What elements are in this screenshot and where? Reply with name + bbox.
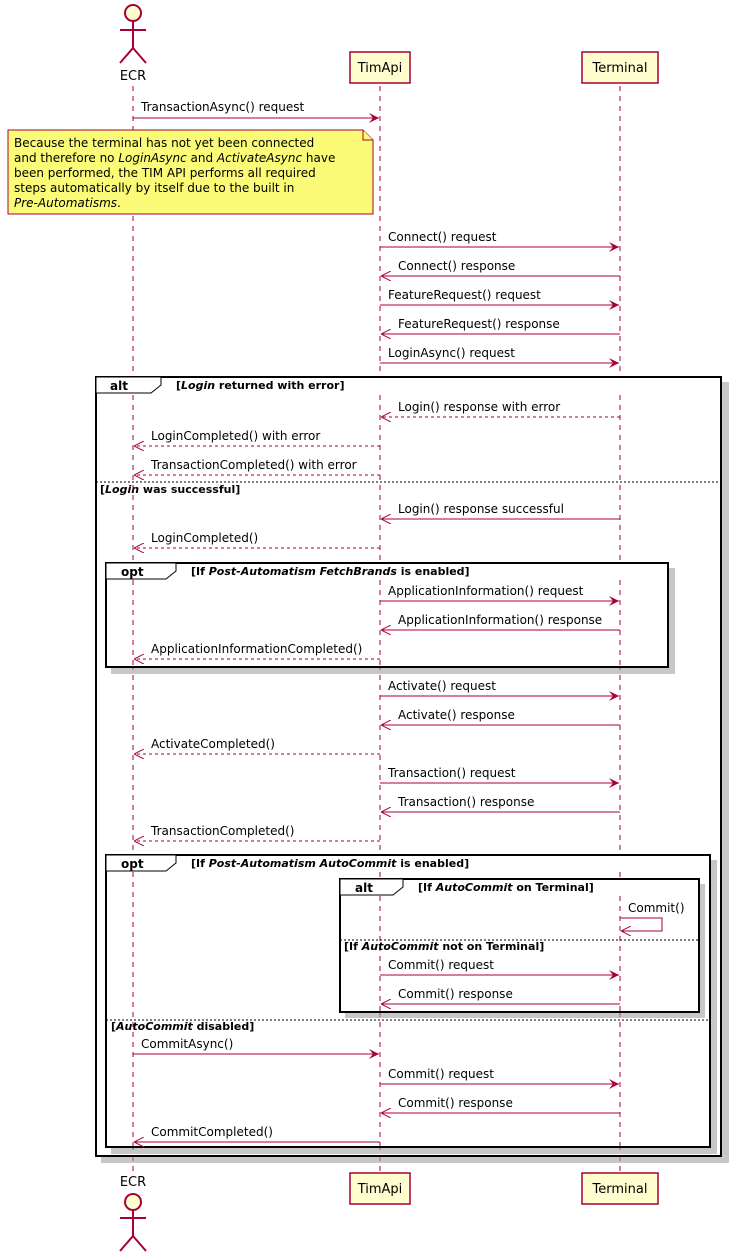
message-activatecompleted: ActivateCompleted() — [134, 737, 380, 754]
frame-alt-autocommit-terminal: alt [If AutoCommit on Terminal] [If Auto… — [339, 878, 705, 1018]
message-loginasync-request: LoginAsync() request — [380, 346, 619, 368]
message-connect-response: Connect() response — [381, 259, 620, 276]
frame-guard: [If AutoCommit not on Terminal] — [344, 940, 544, 953]
message-label: ActivateCompleted() — [151, 737, 275, 751]
message-commit-self: Commit() — [620, 901, 685, 931]
participant-terminal-top: Terminal — [581, 51, 659, 84]
frame-alt-login-overlay: alt [Login returned with error] [Login w… — [95, 376, 722, 1157]
message-label: TransactionAsync() request — [140, 100, 305, 114]
message-label: Connect() request — [388, 230, 497, 244]
note-line: Because the terminal has not yet been co… — [14, 136, 314, 150]
message-label: Activate() request — [388, 679, 496, 693]
participant-label: ECR — [120, 1175, 146, 1190]
message-connect-request: Connect() request — [380, 230, 619, 252]
message-label: Commit() — [628, 901, 685, 915]
message-label: LoginCompleted() — [151, 531, 258, 545]
participant-timapi-top: TimApi — [349, 51, 411, 84]
participant-label: Terminal — [592, 1182, 648, 1197]
message-label: Activate() response — [398, 708, 515, 722]
message-label: ApplicationInformationCompleted() — [151, 642, 362, 656]
message-commitasync: CommitAsync() — [133, 1037, 379, 1059]
message-label: FeatureRequest() response — [398, 317, 560, 331]
frame-opt-fetchbrands: opt [If Post-Automatism FetchBrands is e… — [105, 562, 675, 674]
message-label: Commit() response — [398, 987, 513, 1001]
message-transactionasync-request: TransactionAsync() request — [133, 100, 379, 123]
message-activate-response: Activate() response — [381, 708, 620, 725]
message-commitcompleted: CommitCompleted() — [134, 1125, 380, 1142]
message-featurerequest-request: FeatureRequest() request — [380, 288, 619, 310]
message-label: Login() response successful — [398, 502, 564, 516]
message-label: Transaction() response — [397, 795, 534, 809]
note-line: Pre-Automatisms. — [14, 196, 121, 210]
message-label: Connect() response — [398, 259, 515, 273]
message-label: CommitCompleted() — [151, 1125, 273, 1139]
message-label: Commit() response — [398, 1096, 513, 1110]
message-transactioncompleted-error: TransactionCompleted() with error — [134, 458, 380, 475]
note-pre-automatisms: Because the terminal has not yet been co… — [7, 129, 374, 215]
message-transaction-request: Transaction() request — [380, 766, 619, 788]
message-applicationinformationcompleted: ApplicationInformationCompleted() — [134, 642, 380, 659]
frame-guard: [Login returned with error] — [176, 379, 344, 392]
message-label: Transaction() request — [387, 766, 516, 780]
frame-guard: [If Post-Automatism AutoCommit is enable… — [191, 857, 469, 870]
message-logincompleted: LoginCompleted() — [134, 531, 380, 548]
message-label: TransactionCompleted() with error — [150, 458, 357, 472]
frame-keyword: opt — [121, 565, 144, 579]
frame-guard: [Login was successful] — [100, 483, 240, 496]
message-label: Commit() request — [388, 1067, 494, 1081]
message-featurerequest-response: FeatureRequest() response — [381, 317, 620, 334]
message-label: FeatureRequest() request — [388, 288, 541, 302]
message-activate-request: Activate() request — [380, 679, 619, 701]
frame-keyword: opt — [121, 857, 144, 871]
participant-label: TimApi — [357, 61, 403, 76]
actor-icon — [119, 1193, 147, 1252]
participant-label: TimApi — [357, 1182, 403, 1197]
frame-guard: [If Post-Automatism FetchBrands is enabl… — [191, 565, 470, 578]
participant-ecr-top: ECR — [119, 4, 147, 84]
message-transactioncompleted: TransactionCompleted() — [134, 824, 380, 841]
message-label: Login() response with error — [398, 400, 560, 414]
note-line: steps automatically by itself due to the… — [14, 181, 294, 195]
note-line: and therefore no LoginAsync and Activate… — [14, 151, 335, 165]
participant-label: Terminal — [592, 61, 648, 76]
note-line: been performed, the TIM API performs all… — [14, 166, 316, 180]
message-commit-request-a: Commit() request — [380, 958, 619, 980]
message-transaction-response: Transaction() response — [381, 795, 620, 812]
actor-icon — [119, 4, 147, 64]
message-login-response-success: Login() response successful — [381, 502, 620, 519]
frame-keyword: alt — [355, 881, 373, 895]
message-label: CommitAsync() — [141, 1037, 233, 1051]
message-applicationinformation-response: ApplicationInformation() response — [381, 613, 620, 630]
message-logincompleted-error: LoginCompleted() with error — [134, 429, 380, 446]
participant-label: ECR — [120, 69, 146, 84]
message-label: TransactionCompleted() — [150, 824, 294, 838]
participant-timapi-bottom: TimApi — [349, 1172, 411, 1205]
message-login-response-error: Login() response with error — [381, 400, 620, 417]
participant-terminal-bottom: Terminal — [581, 1172, 659, 1205]
message-commit-request-b: Commit() request — [380, 1067, 619, 1089]
message-commit-response-b: Commit() response — [381, 1096, 620, 1113]
message-label: Commit() request — [388, 958, 494, 972]
frame-guard: [If AutoCommit on Terminal] — [418, 881, 594, 894]
message-label: LoginAsync() request — [388, 346, 515, 360]
message-label: LoginCompleted() with error — [151, 429, 320, 443]
message-commit-response-a: Commit() response — [381, 987, 620, 1004]
message-label: ApplicationInformation() response — [398, 613, 602, 627]
participant-ecr-bottom: ECR — [119, 1175, 147, 1252]
frame-keyword: alt — [110, 379, 128, 393]
message-label: ApplicationInformation() request — [388, 584, 584, 598]
frame-guard: [AutoCommit disabled] — [111, 1020, 254, 1033]
message-applicationinformation-request: ApplicationInformation() request — [380, 584, 619, 606]
